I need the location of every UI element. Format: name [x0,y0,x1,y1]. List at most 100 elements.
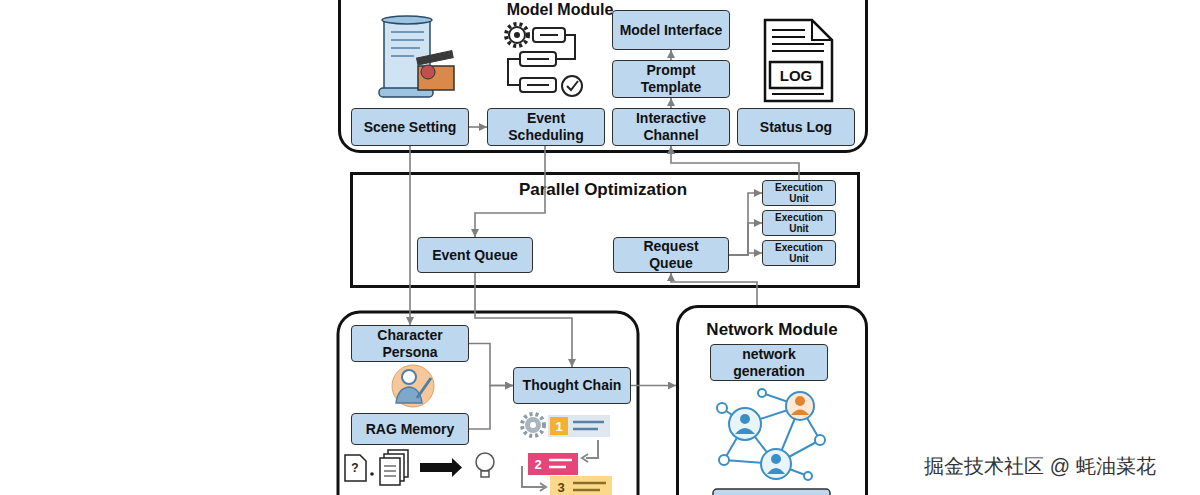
flow-arrow [729,223,762,255]
scheduling-icon-part [509,27,525,43]
persona-icon-part [402,370,416,384]
flow-arrow [631,385,676,387]
scheduling-icon-part [506,24,528,46]
rag-icon-part [384,466,396,467]
icon-text: ? [351,461,358,475]
scene-icon-part [391,55,414,57]
chain-icon-part [530,422,536,428]
scheduling-icon-part [562,76,582,96]
log-icon-part [772,93,824,95]
scene-icon-part [418,66,454,90]
chain-icon-part [550,417,568,435]
flow-arrow [670,98,672,108]
process-box: Model Interface [612,10,730,50]
panel-frame: Parallel OptimizationExecution UnitExecu… [350,172,860,288]
flow-arrow [475,146,545,237]
unit-box: Execution Unit [762,180,836,206]
cut-off-box [713,489,830,495]
scheduling-icon-part [520,78,556,92]
process-box: Character Persona [351,325,469,362]
rag-icon-part [481,471,489,477]
network-icon-part [729,408,761,440]
scene-icon-part [391,31,424,33]
process-box: Interactive Channel [612,108,730,146]
unit-box: Execution Unit [762,240,836,266]
flow-arrow [475,273,572,367]
module-outline-part [338,312,638,495]
network-icon-part [771,454,781,464]
network-icon-part [717,403,727,413]
scheduling-icon-part [556,35,575,59]
network-icon [717,389,825,480]
flow-arrow [469,386,513,430]
network-icon-part [791,410,809,416]
box-label: Character Persona [352,327,468,361]
network-icon-part [767,468,785,474]
box-label: Execution Unit [770,212,828,234]
flow-arrow [469,344,513,386]
chain-icon-part [549,459,572,462]
module-outline [338,312,638,495]
log-icon-part [772,50,824,52]
flow-arrow [729,193,762,255]
process-box: Status Log [737,108,855,146]
scheduling-icon-part [567,81,578,90]
chain-icon-part [522,414,544,436]
chain-icon-part [573,489,600,492]
rag-icon [345,450,494,485]
icon-text: LOG [780,67,813,84]
scene-icon-part [417,51,454,65]
network-icon-part [786,392,814,420]
rag-icon-part [370,472,374,476]
flow-arrow [469,126,487,128]
rag-icon-part [384,476,396,477]
scheduling-icon-part [533,28,565,42]
flow-arrow [671,273,757,305]
scene-icon [379,16,454,97]
flow-arrow [409,146,411,325]
chain-icon-part [525,417,541,433]
network-icon-part [735,428,755,434]
log-icon-part [772,43,824,45]
chain-icon-part [550,476,612,495]
cut-off-box-part [713,489,830,495]
persona-icon [392,365,434,407]
chain-icon-part [528,453,578,475]
network-icon-part [740,414,750,424]
persona-icon-part [392,365,434,407]
watermark: 掘金技术社区 @ 蚝油菜花 [924,453,1155,480]
scheduling-icon-part [520,52,556,66]
box-label: network generation [711,346,827,380]
process-box: RAG Memory [351,413,469,445]
scheduling-icon-part [508,59,520,85]
network-icon-part [815,435,825,445]
rag-icon-part [420,463,452,472]
log-icon-part [770,62,822,88]
process-box: Thought Chain [513,367,631,404]
chain-icon-part [549,466,566,469]
rag-icon-part [476,453,494,471]
network-icon-part [795,396,805,406]
process-box: Scene Setting [351,108,469,146]
rag-icon-part [345,455,366,481]
network-icon-part [719,455,729,465]
chain-icon [522,414,612,495]
scheduling-icon [506,24,582,96]
persona-icon-part [417,378,431,398]
flow-arrow [729,253,762,255]
module-title: Model Module [507,0,614,19]
flow-arrow [671,146,799,180]
callout-number: 3 [557,480,564,495]
module-frame: Network Modulenetwork generation [676,305,868,495]
log-icon-part [812,20,832,40]
process-box: Prompt Template [612,60,730,98]
scene-icon-part [382,16,432,24]
callout-number: 2 [534,457,541,472]
scheduling-icon-part [527,58,549,60]
chain-icon-part [573,428,598,431]
chain-icon-part [582,454,588,462]
box-label: Execution Unit [770,242,828,264]
